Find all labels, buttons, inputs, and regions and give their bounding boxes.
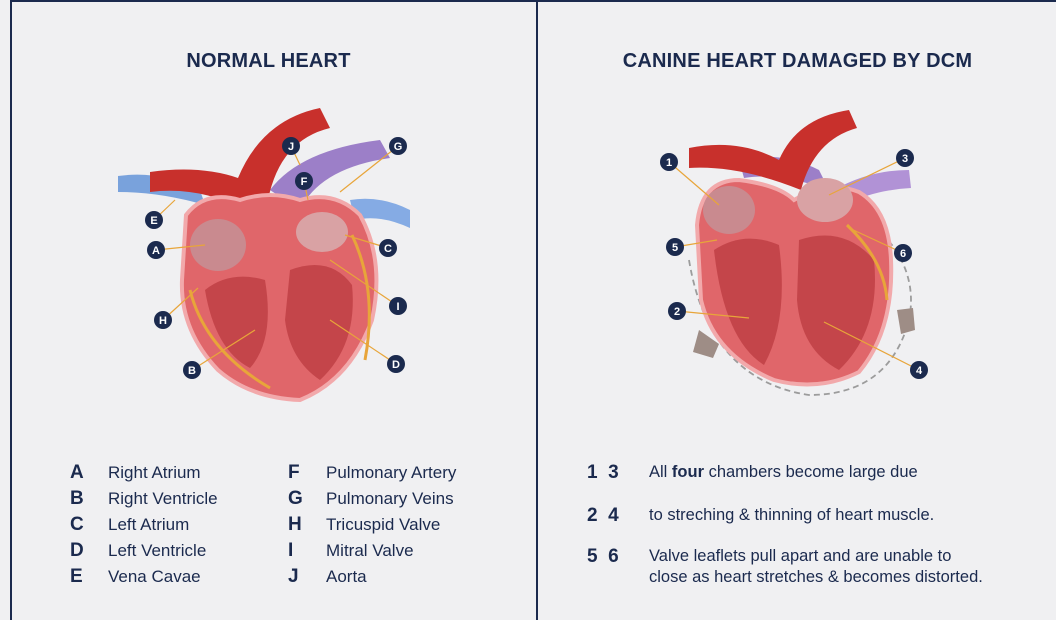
svg-text:3: 3 <box>902 153 908 165</box>
legend-letter: G <box>288 488 326 510</box>
aorta <box>689 110 857 190</box>
marker-I: I <box>389 297 407 315</box>
svg-text:A: A <box>152 245 160 257</box>
note-text-line1: Valve leaflets pull apart and are unable… <box>649 547 951 565</box>
note-row-1-3: 1 3 All four chambers become large due <box>587 462 918 484</box>
svg-text:G: G <box>394 141 403 153</box>
legend-label: Aorta <box>326 567 367 587</box>
marker-A: A <box>147 241 165 259</box>
legend-letter: E <box>70 566 108 588</box>
marker-H: H <box>154 311 172 329</box>
marker-2: 2 <box>668 302 686 320</box>
legend-letter: H <box>288 514 326 536</box>
marker-3: 3 <box>896 149 914 167</box>
legend-label: Left Ventricle <box>108 541 206 561</box>
note-row-2-4: 2 4 to streching & thinning of heart mus… <box>587 505 934 527</box>
note-numbers: 2 4 <box>587 505 649 527</box>
stretch-arrow-right <box>897 308 915 334</box>
legend-label: Vena Cavae <box>108 567 201 587</box>
marker-6: 6 <box>894 244 912 262</box>
svg-text:5: 5 <box>672 242 678 254</box>
note-numbers: 1 3 <box>587 462 649 484</box>
legend-letter: I <box>288 540 326 562</box>
svg-text:J: J <box>288 141 294 153</box>
legend-label: Right Ventricle <box>108 489 218 509</box>
legend-letter: A <box>70 462 108 484</box>
left-atrium-chamber <box>296 212 348 252</box>
svg-text:D: D <box>392 359 400 371</box>
right-atrium-chamber <box>190 219 246 271</box>
svg-text:F: F <box>301 176 308 188</box>
note-text-part: chambers become large due <box>704 463 918 481</box>
note-text-part: All <box>649 463 672 481</box>
note-numbers: 5 6 <box>587 546 649 588</box>
right-atrium-chamber <box>703 186 755 234</box>
legend-label: Pulmonary Artery <box>326 463 456 483</box>
svg-text:H: H <box>159 315 167 327</box>
legend-label: Right Atrium <box>108 463 201 483</box>
marker-B: B <box>183 361 201 379</box>
marker-1: 1 <box>660 153 678 171</box>
marker-D: D <box>387 355 405 373</box>
note-text: All four chambers become large due <box>649 462 918 484</box>
legend-letter: C <box>70 514 108 536</box>
marker-5: 5 <box>666 238 684 256</box>
svg-text:I: I <box>396 301 399 313</box>
marker-E: E <box>145 211 163 229</box>
note-text: Valve leaflets pull apart and are unable… <box>649 546 983 588</box>
marker-G: G <box>389 137 407 155</box>
svg-text:6: 6 <box>900 248 906 260</box>
dcm-heart-illustration: 1 3 5 6 2 4 <box>539 0 1056 440</box>
svg-text:C: C <box>384 243 392 255</box>
legend-letter: J <box>288 566 326 588</box>
legend-letter: B <box>70 488 108 510</box>
legend-letter: F <box>288 462 326 484</box>
svg-text:E: E <box>150 215 157 227</box>
legend-label: Pulmonary Veins <box>326 489 454 509</box>
legend-label: Left Atrium <box>108 515 189 535</box>
normal-heart-illustration: J G F E A C I H B D <box>0 0 537 440</box>
note-row-5-6: 5 6 Valve leaflets pull apart and are un… <box>587 546 983 588</box>
note-text-bold: four <box>672 463 704 481</box>
note-text-line2: close as heart stretches & becomes disto… <box>649 568 983 586</box>
left-atrium-chamber <box>797 178 853 222</box>
svg-text:2: 2 <box>674 306 680 318</box>
marker-4: 4 <box>910 361 928 379</box>
legend-label: Mitral Valve <box>326 541 414 561</box>
marker-F: F <box>295 172 313 190</box>
svg-text:1: 1 <box>666 157 672 169</box>
svg-text:4: 4 <box>916 365 923 377</box>
svg-text:B: B <box>188 365 196 377</box>
dcm-heart-panel: CANINE HEART DAMAGED BY DCM 1 3 5 <box>539 0 1056 620</box>
normal-heart-panel: NORMAL HEART <box>0 0 537 620</box>
marker-C: C <box>379 239 397 257</box>
legend-label: Tricuspid Valve <box>326 515 440 535</box>
marker-J: J <box>282 137 300 155</box>
note-text: to streching & thinning of heart muscle. <box>649 505 934 527</box>
legend-letter: D <box>70 540 108 562</box>
